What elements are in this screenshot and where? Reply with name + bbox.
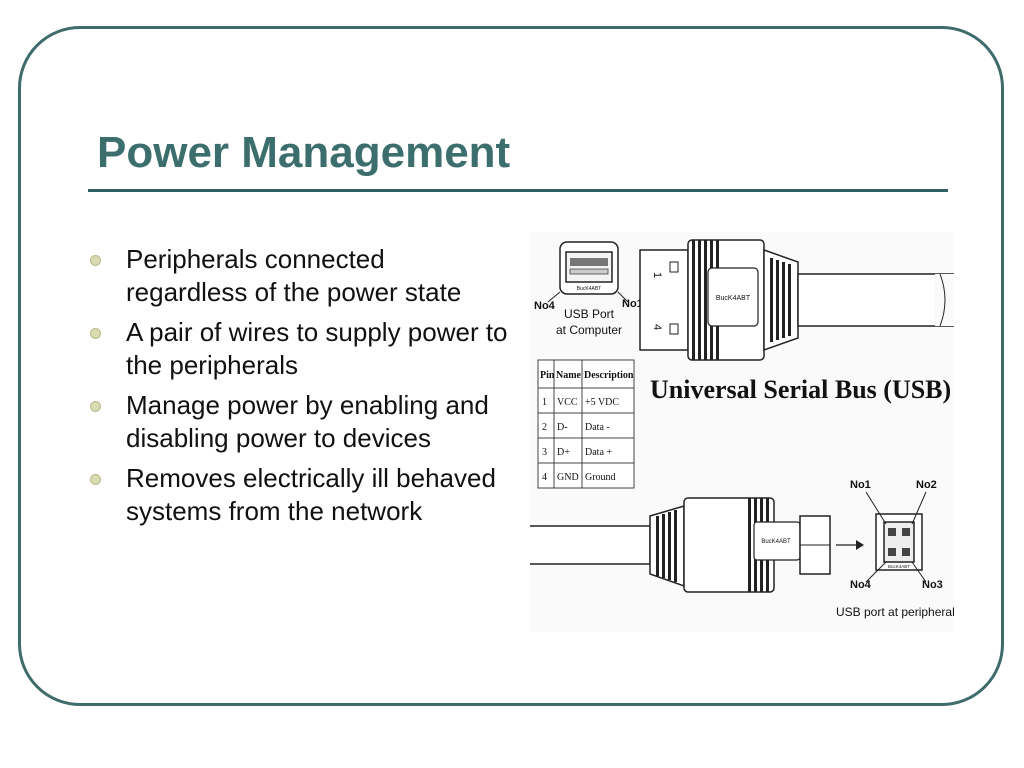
peripheral-pin-label: No3 xyxy=(922,579,943,591)
table-header-cell: Description xyxy=(584,370,634,381)
computer-port-label-line1: USB Port xyxy=(564,307,615,321)
title-divider xyxy=(88,189,948,192)
table-cell: D+ xyxy=(557,447,570,458)
slide-title: Power Management xyxy=(97,128,511,177)
plug-brand-label: BucK4ABT xyxy=(716,295,751,302)
usb-diagram: BucK4ABT No4 No1 USB Port at Computer 1 … xyxy=(530,232,954,632)
bullet-dot-icon xyxy=(90,401,101,412)
computer-port-label-line2: at Computer xyxy=(556,323,622,337)
plug-brand-label: BucK4ABT xyxy=(761,539,791,545)
bullet-list: Peripherals connected regardless of the … xyxy=(88,243,508,535)
table-cell: 4 xyxy=(542,472,547,483)
usb-type-a-plug: 1 4 BucK4ABT xyxy=(639,239,954,361)
table-cell: VCC xyxy=(557,397,578,408)
peripheral-usb-port: BucK4ABT xyxy=(865,491,927,583)
bullet-text: Peripherals connected regardless of the … xyxy=(126,244,462,307)
slide-frame xyxy=(18,26,1004,706)
port-brand-label: BucK4ABT xyxy=(888,564,910,569)
table-cell: GND xyxy=(557,472,579,483)
table-cell: +5 VDC xyxy=(585,397,619,408)
arrow-icon xyxy=(856,540,864,550)
bullet-dot-icon xyxy=(90,328,101,339)
peripheral-pin-label: No2 xyxy=(916,479,937,491)
plug-pin-number: 4 xyxy=(651,324,663,330)
peripheral-pin-label: No4 xyxy=(850,579,872,591)
bullet-item: A pair of wires to supply power to the p… xyxy=(88,316,508,382)
bullet-item: Peripherals connected regardless of the … xyxy=(88,243,508,309)
usb-type-b-plug: BucK4ABT xyxy=(530,497,864,593)
table-header-cell: Pin xyxy=(540,370,555,381)
port-brand-label: BucK4ABT xyxy=(577,286,601,292)
peripheral-port-label: USB port at peripheral xyxy=(836,605,954,619)
usb-diagram-svg: BucK4ABT No4 No1 USB Port at Computer 1 … xyxy=(530,239,954,619)
bullet-item: Removes electrically ill behaved systems… xyxy=(88,462,508,528)
bullet-dot-icon xyxy=(90,255,101,266)
table-cell: D- xyxy=(557,422,568,433)
table-cell: 3 xyxy=(542,447,547,458)
bullet-dot-icon xyxy=(90,474,101,485)
table-header-cell: Name xyxy=(556,370,582,381)
table-cell: 1 xyxy=(542,397,547,408)
table-cell: 2 xyxy=(542,422,547,433)
table-cell: Data - xyxy=(585,422,610,433)
computer-port-pin-right: No1 xyxy=(622,298,643,310)
usb-diagram-heading: Universal Serial Bus (USB) xyxy=(650,375,951,404)
computer-port-pin-left: No4 xyxy=(534,300,556,312)
peripheral-pin-label: No1 xyxy=(850,479,871,491)
table-cell: Data + xyxy=(585,447,612,458)
pin-table: Pin Name Description 1 VCC +5 VDC 2 D- D… xyxy=(537,359,635,489)
bullet-item: Manage power by enabling and disabling p… xyxy=(88,389,508,455)
bullet-text: A pair of wires to supply power to the p… xyxy=(126,317,508,380)
plug-pin-number: 1 xyxy=(651,272,663,278)
bullet-text: Removes electrically ill behaved systems… xyxy=(126,463,496,526)
table-cell: Ground xyxy=(585,472,616,483)
bullet-text: Manage power by enabling and disabling p… xyxy=(126,390,489,453)
computer-usb-port: BucK4ABT xyxy=(547,241,629,303)
